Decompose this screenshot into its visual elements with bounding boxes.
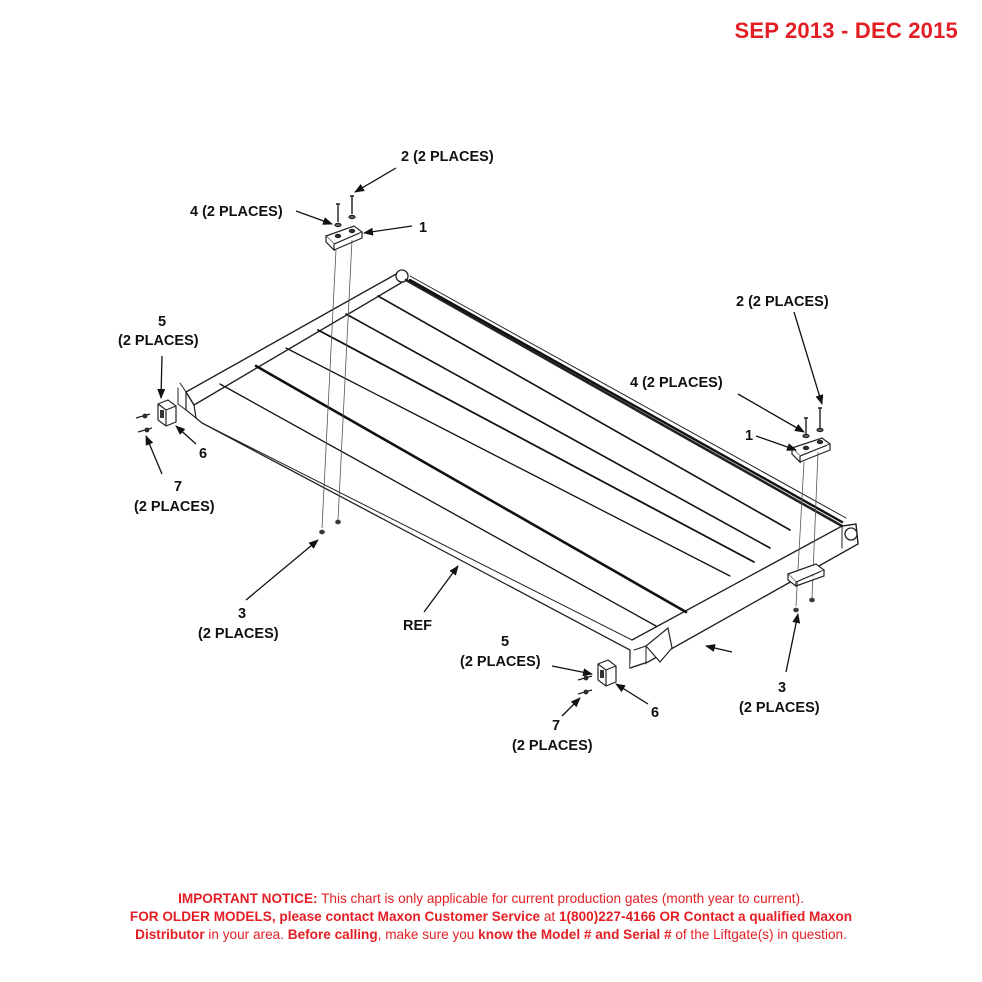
notice-line-2-text: at <box>540 909 559 924</box>
callout-3-right-places: (2 PLACES) <box>739 700 820 716</box>
notice-line-1: IMPORTANT NOTICE: This chart is only app… <box>0 890 982 908</box>
mount-plate-right <box>790 407 832 464</box>
callout-2-left: 2 (2 PLACES) <box>401 149 494 165</box>
notice-model-serial: know the Model # and Serial # <box>478 927 672 942</box>
platform-frame <box>177 269 859 669</box>
notice-before-calling: Before calling <box>287 927 378 942</box>
leader-arrows <box>145 167 824 717</box>
notice-line-1-text: This chart is only applicable for curren… <box>317 891 804 906</box>
date-range-header: SEP 2013 - DEC 2015 <box>734 18 958 43</box>
callout-labels: 2 (2 PLACES) 4 (2 PLACES) 1 5 (2 PLACES)… <box>118 149 829 754</box>
callout-ref: REF <box>403 618 432 634</box>
callout-7-right-number: 7 <box>552 718 560 734</box>
callout-1-right: 1 <box>745 428 753 444</box>
callout-7-right-places: (2 PLACES) <box>512 738 593 754</box>
callout-7-left-number: 7 <box>174 479 182 495</box>
callout-5-right-number: 5 <box>501 634 509 650</box>
notice-distributor: Distributor <box>135 927 205 942</box>
notice-heading: IMPORTANT NOTICE: <box>178 891 318 906</box>
callout-4-left: 4 (2 PLACES) <box>190 204 283 220</box>
callout-4-right: 4 (2 PLACES) <box>630 375 723 391</box>
important-notice: IMPORTANT NOTICE: This chart is only app… <box>0 890 982 944</box>
callout-5-left-places: (2 PLACES) <box>118 333 199 349</box>
callout-5-left-number: 5 <box>158 314 166 330</box>
bumper-block-left <box>135 399 177 433</box>
notice-line-2: FOR OLDER MODELS, please contact Maxon C… <box>0 908 982 926</box>
callout-2-right: 2 (2 PLACES) <box>736 294 829 310</box>
notice-phone: 1(800)227-4166 OR Contact a qualified Ma… <box>558 909 853 924</box>
callout-6-right: 6 <box>651 705 659 721</box>
notice-line-3-text-c: of the Liftgate(s) in question. <box>671 927 847 942</box>
callout-6-left: 6 <box>199 446 207 462</box>
notice-line-3-text-b: , make sure you <box>377 927 479 942</box>
notice-line-3: Distributor in your area. Before calling… <box>0 926 982 944</box>
bolt-centerlines-left <box>319 239 353 535</box>
notice-older-models: FOR OLDER MODELS, please contact Maxon C… <box>129 909 541 924</box>
under-plate-right <box>786 563 826 588</box>
notice-line-3-text-a: in your area. <box>204 927 288 942</box>
callout-1-left: 1 <box>419 220 427 236</box>
callout-3-right-number: 3 <box>778 680 786 696</box>
callout-3-left-places: (2 PLACES) <box>198 626 279 642</box>
bumper-block-right <box>577 659 617 695</box>
callout-7-left-places: (2 PLACES) <box>134 499 215 515</box>
callout-3-left-number: 3 <box>238 606 246 622</box>
bolt-centerlines-right <box>793 451 819 613</box>
deck-slats <box>219 278 844 627</box>
callout-5-right-places: (2 PLACES) <box>460 654 541 670</box>
mount-plate-left <box>324 195 364 252</box>
